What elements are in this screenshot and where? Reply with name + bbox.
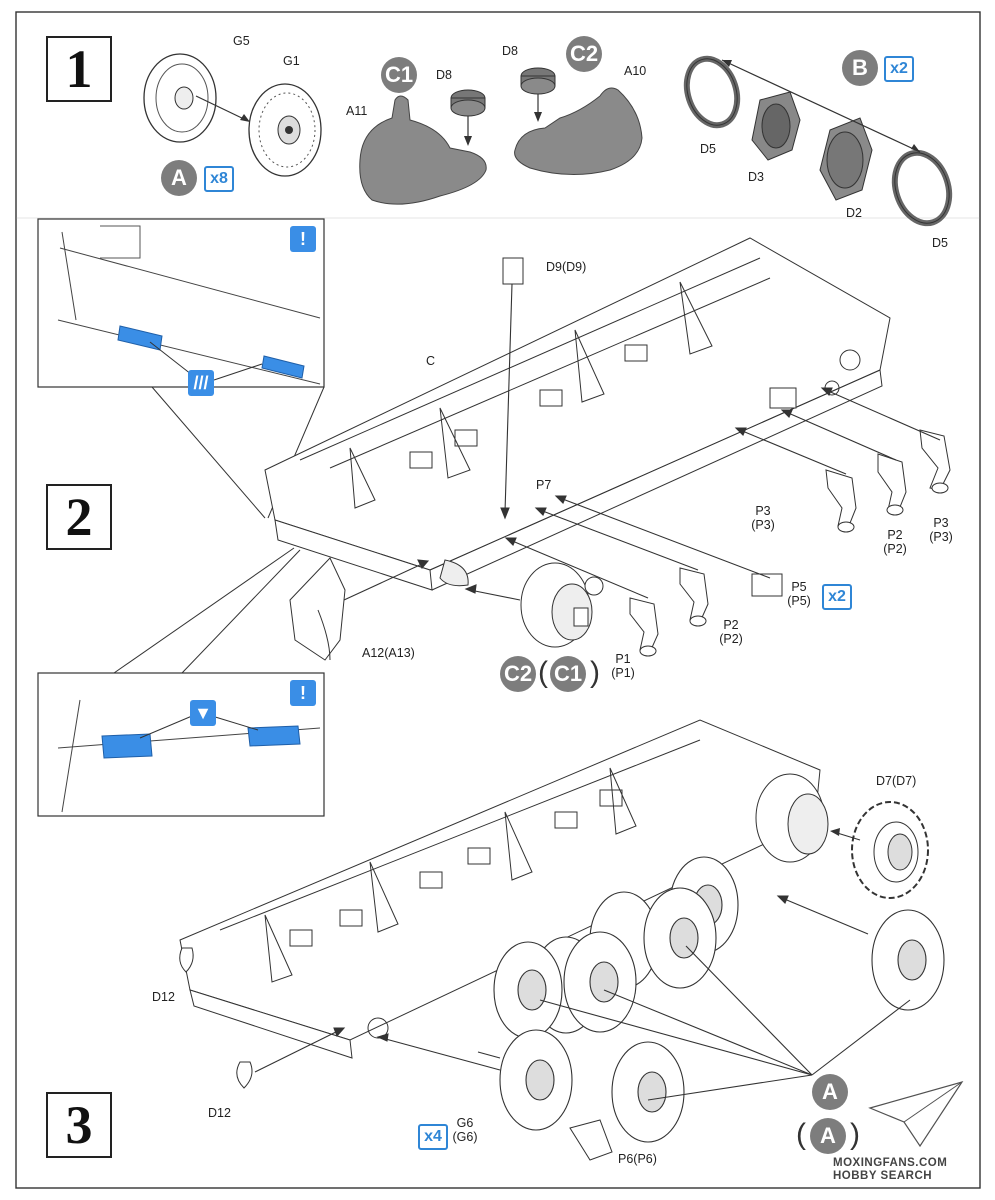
- part-label-g6-alt: (G6): [452, 1130, 478, 1144]
- part-label-d9: D9(D9): [546, 260, 587, 274]
- part-label-p3-center-alt: (P3): [751, 518, 775, 532]
- final-drive-c2-drawing: [520, 562, 604, 648]
- quantity-badge-x4: x4: [418, 1124, 448, 1150]
- part-label-g6: G6: [456, 1116, 474, 1130]
- step-number-1: 1: [46, 36, 112, 102]
- part-label-p5-alt: (P5): [787, 594, 811, 608]
- part-label-p7: P7: [536, 478, 552, 492]
- part-label-p6: P6(P6): [618, 1152, 657, 1166]
- step-number-2: 2: [46, 484, 112, 550]
- quantity-badge-x2-p5: x2: [822, 584, 852, 610]
- quantity-badge-x8: x8: [204, 166, 234, 192]
- paren-open: (: [538, 656, 548, 689]
- glue-icon: ▼: [190, 700, 216, 726]
- part-label-d3: D3: [748, 170, 764, 184]
- part-label-d8-right: D8: [502, 44, 518, 58]
- hull-lower-part-c-drawing: [264, 237, 891, 591]
- torsion-arms-drawing: [629, 387, 951, 657]
- part-label-p1-alt: (P1): [611, 666, 635, 680]
- paren-close-step3: ): [850, 1118, 860, 1151]
- assembly-badge-c2: C2: [566, 36, 602, 72]
- part-label-p3-right-alt: (P3): [929, 530, 953, 544]
- part-label-d12-upper: D12: [152, 990, 175, 1004]
- info-note-icon: !: [290, 680, 316, 706]
- paren-close: ): [590, 656, 600, 689]
- sprocket-d7-drawing: [755, 773, 929, 899]
- part-label-a10: A10: [624, 64, 647, 78]
- assembly-badge-c1-step2: C1: [550, 656, 586, 692]
- part-label-c: C: [426, 354, 436, 368]
- quantity-badge-x2-b: x2: [884, 56, 914, 82]
- part-label-d7: D7(D7): [876, 774, 917, 788]
- watermark-text: MOXINGFANS.COM HOBBY SEARCH: [833, 1157, 947, 1183]
- c1-a11-assembly-drawing: [359, 89, 487, 205]
- part-label-p2-right: P2: [887, 528, 903, 542]
- part-label-d5-left: D5: [700, 142, 716, 156]
- assembly-badge-c2-step2: C2: [500, 656, 536, 692]
- road-wheel-g1-drawing: [248, 83, 322, 177]
- watermark-line-2: HOBBY SEARCH: [833, 1170, 933, 1182]
- b-wheel-assembly-drawing: [683, 55, 953, 227]
- info-note-icon: !: [290, 226, 316, 252]
- detail-box-upper: [37, 218, 325, 388]
- assembly-badge-c1: C1: [381, 57, 417, 93]
- part-label-a12: A12(A13): [362, 646, 415, 660]
- road-wheel-g5-drawing: [143, 53, 217, 143]
- part-label-g5: G5: [233, 34, 250, 48]
- detail-box-lower: [37, 672, 325, 817]
- part-label-p3-right: P3: [933, 516, 949, 530]
- part-label-d2: D2: [846, 206, 862, 220]
- part-label-p3-center: P3: [755, 504, 771, 518]
- paren-open-step3: (: [796, 1118, 806, 1151]
- part-label-p2-left-alt: (P2): [719, 632, 743, 646]
- part-label-d8-left: D8: [436, 68, 452, 82]
- part-label-p2-left: P2: [723, 618, 739, 632]
- paint-stripes-icon: ///: [188, 370, 214, 396]
- part-label-p5: P5: [791, 580, 807, 594]
- assembly-badge-a-alt-step3: A: [810, 1118, 846, 1154]
- part-label-d5-right: D5: [932, 236, 948, 250]
- part-label-p1: P1: [615, 652, 631, 666]
- watermark-line-1: MOXINGFANS.COM: [833, 1157, 948, 1169]
- part-label-d12-lower: D12: [208, 1106, 231, 1120]
- part-label-a11: A11: [346, 104, 368, 118]
- part-label-g1: G1: [283, 54, 300, 68]
- watermark-logo: [868, 1080, 964, 1148]
- road-wheels-step3-drawing: [493, 856, 945, 1143]
- arm-p6-drawing: [569, 1119, 613, 1161]
- bracket-d9-drawing: [502, 257, 524, 285]
- assembly-badge-b: B: [842, 50, 878, 86]
- assembly-badge-a-step3: A: [812, 1074, 848, 1110]
- tow-hooks-d12-drawing: [179, 947, 253, 1089]
- assembly-badge-a: A: [161, 160, 197, 196]
- part-label-p2-right-alt: (P2): [883, 542, 907, 556]
- mudguard-a12-drawing: [289, 557, 346, 661]
- c2-a10-assembly-drawing: [514, 67, 643, 175]
- step-number-3: 3: [46, 1092, 112, 1158]
